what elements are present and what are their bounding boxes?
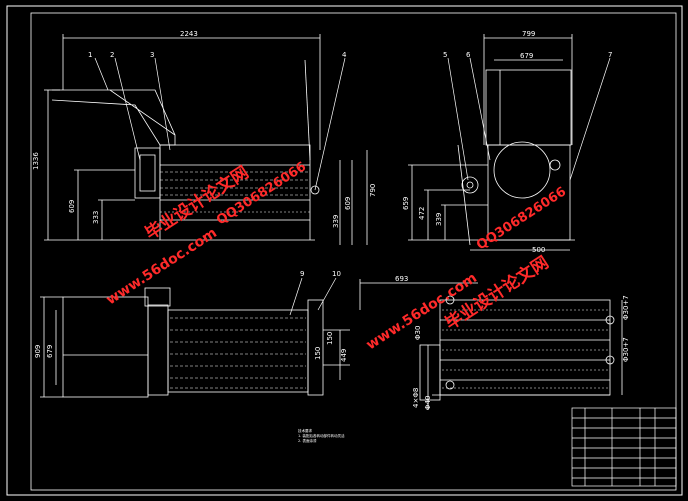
dim-right-len: 693: [395, 275, 408, 283]
dim-end-h3: 339: [435, 213, 443, 226]
balloon-6: 6: [466, 51, 471, 59]
dim-plan-w2: 679: [46, 345, 54, 358]
dim-right-l5: Φ40: [424, 396, 432, 410]
plan-view-screen-hatch: [170, 317, 306, 389]
dim-height-right: 790: [369, 184, 377, 197]
technical-notes: 技术要求 1. 装配后各转动部件转动灵活 2. 表面涂漆: [298, 428, 345, 443]
dim-end-w: 500: [532, 246, 545, 254]
dim-width-inner: 679: [520, 52, 533, 60]
balloon-leaders-side: [447, 57, 611, 181]
balloon-leaders-front: [94, 57, 346, 191]
dim-width-top: 799: [522, 30, 535, 38]
dim-right-l3: Φ30+7: [622, 295, 630, 320]
dim-right-l2: Φ30: [414, 326, 422, 340]
dim-end-h2: 472: [418, 207, 426, 220]
note-1: 1. 装配后各转动部件转动灵活: [298, 433, 345, 438]
dim-overall-height: 1336: [32, 152, 40, 170]
front-view: [44, 34, 368, 245]
dim-right-l1: 4×Φ8: [412, 388, 420, 408]
watermark-right: www.56doc.com 毕业设计论文网 QQ306826066: [363, 184, 569, 353]
dim-height-d: 339: [332, 215, 340, 228]
balloon-7: 7: [608, 51, 612, 59]
balloon-10: 10: [332, 270, 341, 278]
dim-plan-d2: 150: [314, 347, 322, 360]
balloon-1: 1: [88, 51, 92, 59]
balloon-2: 2: [110, 51, 114, 59]
dim-height-a: 609: [68, 200, 76, 213]
dim-plan-w1: 909: [34, 345, 42, 358]
dim-end-h1: 659: [402, 197, 410, 210]
balloon-3: 3: [150, 51, 154, 59]
dim-overall-length: 2243: [180, 30, 198, 38]
balloon-leaders-plan: [289, 277, 337, 316]
inner-border: [30, 12, 677, 491]
dim-plan-d1: 150: [326, 332, 334, 345]
plan-view: [40, 287, 350, 398]
balloon-numbers: 1 2 3 4 5 6 7 9 10: [88, 51, 612, 278]
side-view: [408, 34, 575, 251]
dim-right-l4: Φ30+7: [622, 337, 630, 362]
dim-plan-d3: 449: [340, 349, 348, 362]
dimension-labels: 2243 1336 609 333 790 609 339 799 679 65…: [32, 30, 630, 410]
front-view-screen-hatch: [160, 171, 310, 213]
balloon-4: 4: [342, 51, 347, 59]
dim-height-c: 609: [344, 197, 352, 210]
note-title: 技术要求: [298, 428, 312, 433]
note-2: 2. 表面涂漆: [298, 438, 317, 443]
dim-height-b: 333: [92, 211, 100, 224]
watermark-left: www.56doc.com 毕业设计论文网 QQ306826066: [103, 159, 309, 308]
title-block: [571, 407, 677, 487]
outer-border: [6, 5, 683, 496]
balloon-5: 5: [443, 51, 447, 59]
section-view: [359, 279, 623, 410]
balloon-9: 9: [300, 270, 304, 278]
